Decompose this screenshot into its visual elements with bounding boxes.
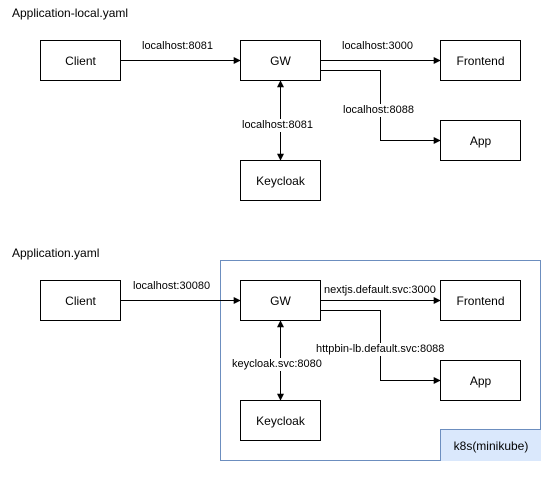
local-gw-app-label: localhost:8088	[343, 104, 414, 117]
k8s-client-gw-label: localhost:30080	[133, 280, 211, 293]
k8s-gw-node[interactable]: GW	[240, 280, 321, 321]
k8s-gw-frontend-label: nextjs.default.svc:3000	[324, 284, 436, 297]
local-client-gw-label: localhost:8081	[142, 40, 213, 53]
k8s-client-node[interactable]: Client	[40, 280, 121, 321]
diagram-k8s-title: Application.yaml	[12, 246, 100, 260]
local-client-node[interactable]: Client	[40, 40, 121, 81]
k8s-cluster-label: k8s(minikube)	[440, 429, 541, 461]
local-gw-frontend-label: localhost:3000	[342, 40, 413, 53]
local-gw-node[interactable]: GW	[240, 40, 321, 81]
k8s-frontend-node[interactable]: Frontend	[440, 280, 521, 321]
k8s-gw-app-label: httpbin-lb.default.svc:8088	[316, 343, 445, 356]
local-app-node[interactable]: App	[440, 120, 521, 161]
local-gw-keycloak-label: localhost:8081	[242, 119, 313, 132]
local-frontend-node[interactable]: Frontend	[440, 40, 521, 81]
k8s-gw-keycloak-label: keycloak.svc:8080	[232, 358, 322, 371]
k8s-app-node[interactable]: App	[440, 360, 521, 401]
diagram-local-title: Application-local.yaml	[12, 6, 129, 20]
